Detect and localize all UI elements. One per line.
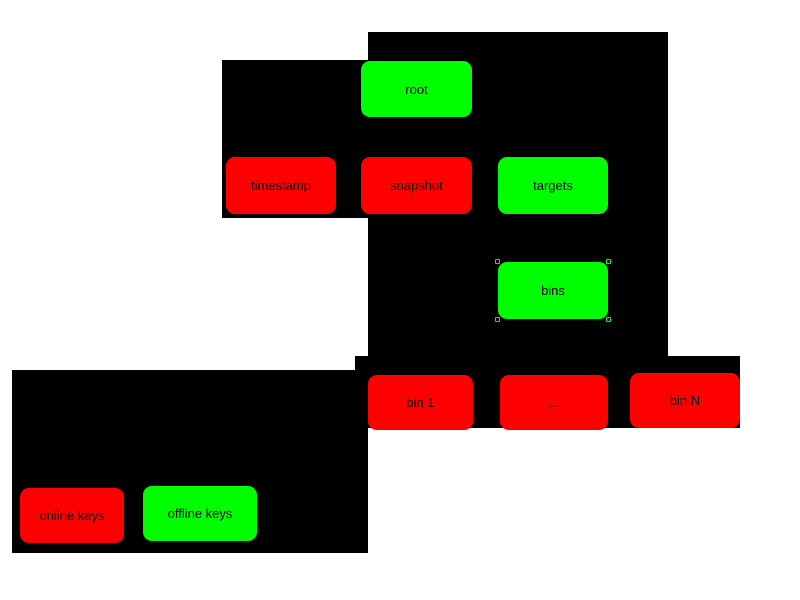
node-bin-1[interactable]: bin 1	[368, 375, 473, 430]
node-bin-ellipsis[interactable]: ...	[500, 375, 608, 430]
selection-handle-bl-bins[interactable]	[495, 317, 500, 322]
node-label-targets: targets	[533, 178, 573, 193]
node-bin-n[interactable]: bin N	[630, 373, 740, 428]
node-label-root: root	[405, 81, 428, 97]
node-label-online-keys: online keys	[39, 508, 105, 523]
node-root[interactable]: root	[361, 61, 472, 117]
node-timestamp[interactable]: timestamp	[226, 157, 336, 214]
node-label-bin-1: bin 1	[406, 395, 435, 410]
selection-handle-tr-bins[interactable]	[606, 259, 611, 264]
node-online-keys[interactable]: online keys	[20, 488, 124, 543]
node-label-offline-keys: offline keys	[167, 506, 233, 521]
node-label-snapshot: snapshot	[390, 178, 443, 193]
node-offline-keys[interactable]: offline keys	[143, 486, 257, 541]
node-label-bin-ellipsis: ...	[548, 395, 560, 410]
node-label-bin-n: bin N	[669, 393, 701, 408]
node-label-timestamp: timestamp	[251, 178, 311, 193]
selection-handle-tl-bins[interactable]	[495, 259, 500, 264]
node-targets[interactable]: targets	[498, 157, 608, 214]
node-label-bins: bins	[541, 283, 565, 298]
selection-handle-br-bins[interactable]	[606, 317, 611, 322]
node-bins[interactable]: bins	[495, 259, 611, 322]
node-snapshot[interactable]: snapshot	[361, 157, 472, 214]
